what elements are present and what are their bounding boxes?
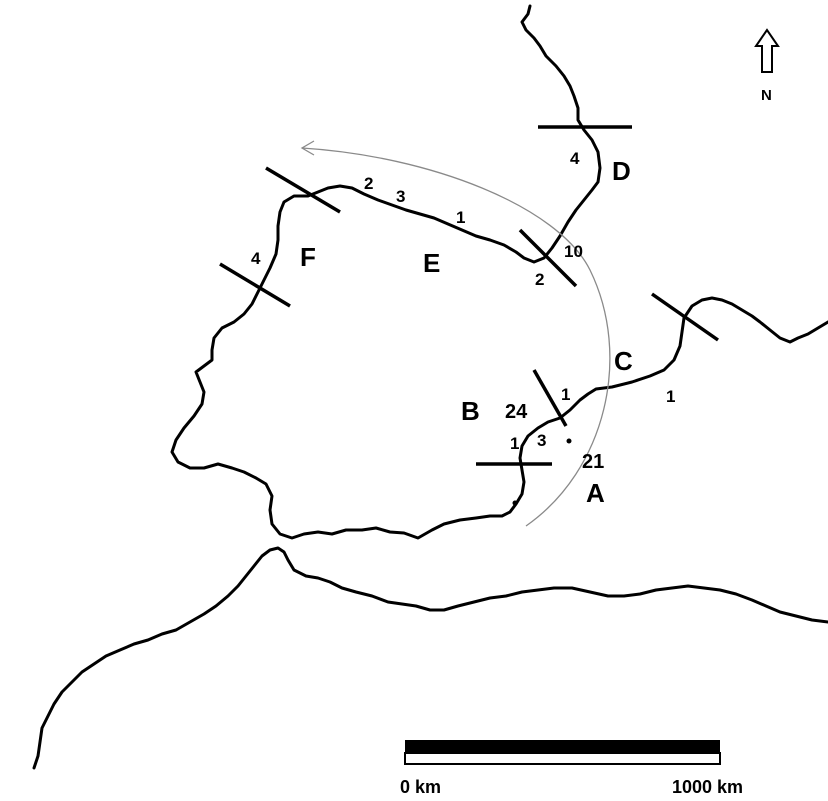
region-label-e: E bbox=[423, 248, 440, 278]
count-label: 10 bbox=[564, 242, 583, 261]
count-label: 4 bbox=[570, 149, 580, 168]
count-label: 24 bbox=[505, 401, 528, 423]
route-arrowhead-icon bbox=[300, 140, 315, 156]
count-label: 3 bbox=[537, 431, 546, 450]
region-label-c: C bbox=[614, 346, 633, 376]
region-label-f: F bbox=[300, 242, 316, 272]
count-label: 3 bbox=[396, 187, 405, 206]
region-label-d: D bbox=[612, 156, 631, 186]
count-label: 1 bbox=[456, 208, 465, 227]
scale-bar-solid bbox=[405, 740, 720, 753]
scale-start-label: 0 km bbox=[400, 777, 441, 797]
boundary-line-f bbox=[219, 262, 291, 308]
count-label: 1 bbox=[510, 434, 519, 453]
count-label: 2 bbox=[364, 174, 373, 193]
count-label: 2 bbox=[535, 270, 544, 289]
boundary-line-ef bbox=[265, 166, 341, 214]
north-label: N bbox=[761, 87, 772, 104]
count-label: 21 bbox=[582, 451, 604, 473]
scale-bar-hollow bbox=[404, 752, 721, 765]
boundary-line-c bbox=[650, 292, 720, 342]
boundary-line-de bbox=[518, 228, 578, 288]
count-label: 1 bbox=[666, 387, 675, 406]
region-label-a: A bbox=[586, 478, 605, 508]
sample-point bbox=[512, 500, 518, 506]
region-label-b: B bbox=[461, 396, 480, 426]
scale-end-label: 1000 km bbox=[672, 777, 743, 797]
boundary-line-bc bbox=[532, 369, 568, 427]
dispersal-route-arc bbox=[301, 147, 611, 527]
sample-point bbox=[566, 438, 572, 444]
north-arrow-icon bbox=[754, 28, 780, 73]
count-label: 4 bbox=[251, 249, 261, 268]
iberia-coastline bbox=[170, 4, 828, 540]
north-africa-coastline bbox=[32, 546, 828, 770]
count-label: 1 bbox=[561, 385, 570, 404]
